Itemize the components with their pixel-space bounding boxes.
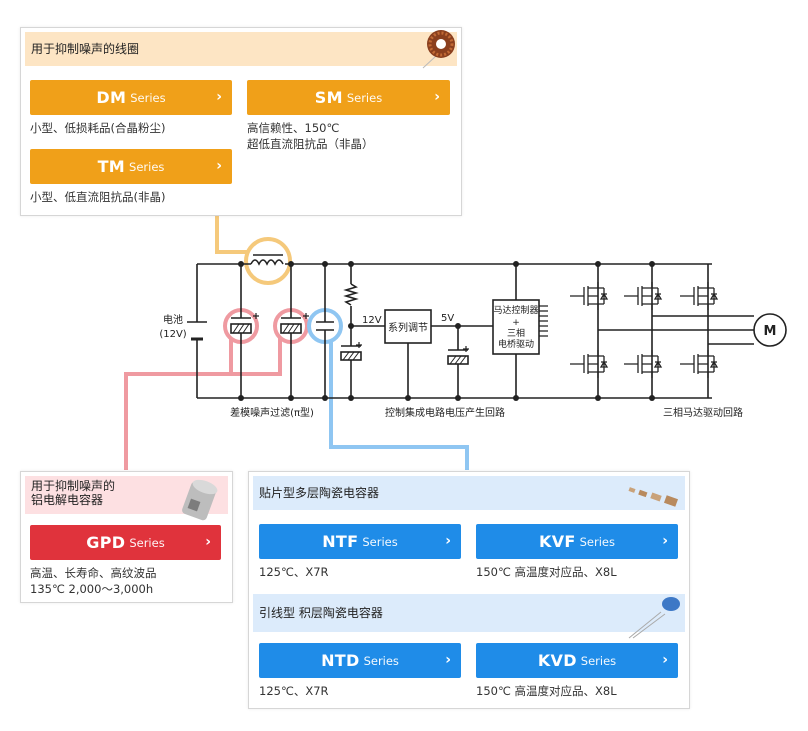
caption-control: 控制集成电路电压产生回路 (385, 406, 505, 419)
controller-pins (539, 305, 548, 337)
gpd-series-suffix: Series (129, 535, 165, 550)
smd-ceramic-header: 贴片型多层陶瓷电容器 (253, 476, 685, 510)
leaded-ceramic-header: 引线型 积层陶瓷电容器 (253, 594, 685, 632)
gpd-series-name: GPD (86, 533, 126, 552)
junction-dots (238, 261, 655, 401)
plus-signs (253, 313, 469, 352)
controller-box (492, 299, 540, 355)
electrolytic-cap-1 (230, 317, 252, 334)
tm-series-desc: 小型、低直流阻抗品(非晶) (30, 190, 166, 204)
chevron-right-icon: › (662, 533, 668, 549)
kvf-series-suffix: Series (579, 534, 615, 549)
motor-label: M (764, 324, 777, 339)
battery-symbol (187, 321, 207, 341)
ntd-series-name: NTD (321, 651, 360, 670)
chevron-right-icon: › (434, 89, 440, 105)
coil-highlight-ring (244, 237, 292, 285)
caption-drive: 三相马达驱动回路 (663, 406, 743, 419)
coil-symbol (250, 254, 284, 266)
tm-series-suffix: Series (129, 159, 165, 174)
controller-label-2: + (512, 318, 520, 328)
ntf-series-suffix: Series (362, 534, 398, 549)
electrolytic-panel-title-2: 铝电解电容器 (31, 493, 104, 507)
coil-panel-header: 用于抑制噪声的线圈 (25, 32, 457, 66)
electrolytic-cap-4 (447, 349, 469, 365)
regulator-box (384, 309, 432, 344)
ntf-series-name: NTF (322, 532, 359, 551)
chevron-right-icon: › (216, 158, 222, 174)
kvf-series-name: KVF (539, 532, 576, 551)
kvd-series-desc: 150℃ 高温度对应品、X8L (476, 684, 617, 698)
voltage-12v-label: 12V (362, 315, 382, 326)
kvf-series-desc: 150℃ 高温度对应品、X8L (476, 565, 617, 579)
tm-series-name: TM (97, 157, 126, 176)
battery-label-1: 电池 (163, 313, 183, 326)
smd-chip-image (628, 487, 679, 507)
motor-symbol (753, 313, 787, 347)
resistor-symbol (343, 283, 359, 306)
sm-series-name: SM (314, 88, 343, 107)
kvd-series-suffix: Series (580, 653, 617, 668)
ntf-series-desc: 125℃、X7R (259, 565, 329, 579)
dm-series-suffix: Series (130, 90, 166, 105)
chevron-right-icon: › (445, 533, 451, 549)
controller-label-4: 电桥驱动 (498, 338, 534, 350)
controller-label-1: 马达控制器 (493, 304, 538, 316)
toroidal-coil-image (422, 30, 455, 69)
electrolytic-capacitor-image (182, 479, 218, 521)
electrolytic-connector (124, 338, 282, 470)
ntd-series-desc: 125℃、X7R (259, 684, 329, 698)
ntd-series-suffix: Series (363, 653, 399, 668)
chevron-right-icon: › (205, 534, 211, 550)
chevron-right-icon: › (445, 652, 451, 668)
coil-panel-title: 用于抑制噪声的线圈 (31, 42, 140, 56)
regulator-label: 系列调节 (388, 321, 428, 334)
smd-ceramic-title: 贴片型多层陶瓷电容器 (259, 486, 380, 500)
leaded-ceramic-title: 引线型 积层陶瓷电容器 (259, 606, 383, 620)
electrolytic-cap-2 (280, 317, 302, 334)
controller-label-3: 三相 (507, 327, 525, 339)
chevron-right-icon: › (662, 652, 668, 668)
kvd-series-name: KVD (537, 651, 577, 670)
ceramic-cap-symbol (316, 321, 334, 331)
chevron-right-icon: › (216, 89, 222, 105)
leaded-ceramic-image (628, 597, 680, 639)
mosfet-bridge (570, 282, 719, 378)
dm-series-desc: 小型、低损耗品(合晶粉尘) (30, 121, 166, 135)
electrolytic-cap-3 (340, 345, 362, 361)
caption-filter: 差模噪声过滤(π型) (230, 406, 314, 419)
battery-label-2: (12V) (159, 329, 186, 340)
dm-series-name: DM (96, 88, 127, 107)
circuit-wires (196, 263, 754, 399)
sm-series-suffix: Series (346, 90, 383, 105)
ceramic-connector (329, 340, 469, 470)
electrolytic-panel-title-1: 用于抑制噪声的 (31, 479, 116, 493)
voltage-5v-label: 5V (441, 313, 454, 324)
coil-connector (215, 214, 248, 254)
